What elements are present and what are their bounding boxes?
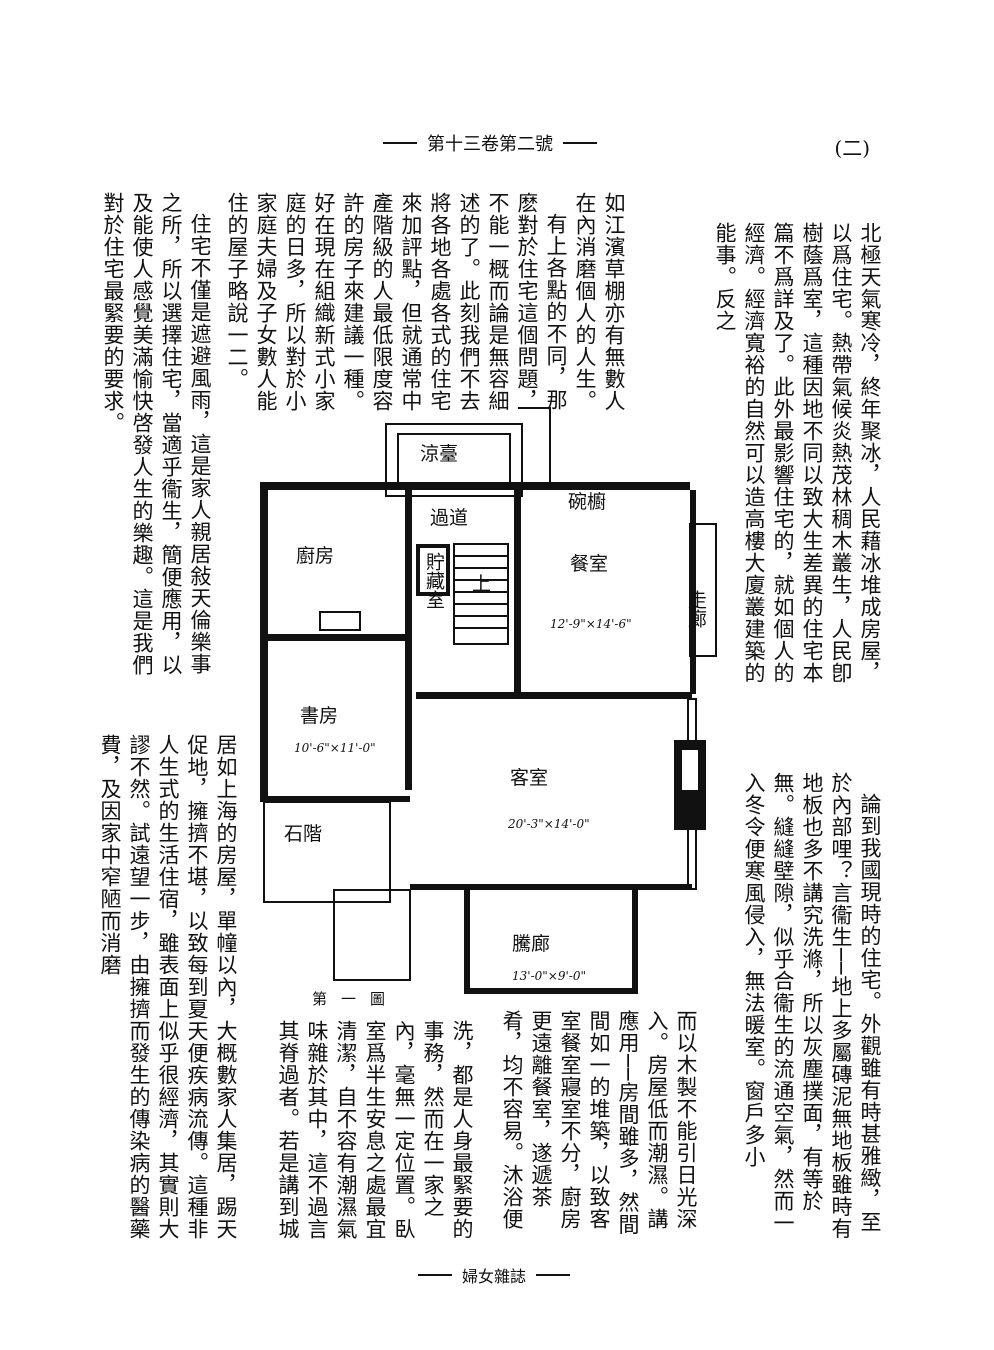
wall-stair xyxy=(514,490,521,696)
footer-rule-right xyxy=(536,1274,570,1276)
wall-hall-right xyxy=(632,890,638,994)
floor-plan: 涼臺 過道 碗櫥 走廊 廚房 貯藏室 上 餐室 12'-9"×14'-6" 書房… xyxy=(260,407,717,994)
paragraph: 而以木製不能引日光深入。房屋低而潮濕。講應用──房間雖多，然間間如一的堆築，以致… xyxy=(500,1010,698,1236)
page-number: (二) xyxy=(834,136,870,160)
storage-room-inner xyxy=(420,548,446,592)
footer-text: 婦女雜誌 xyxy=(461,1267,526,1286)
pipe-line xyxy=(518,407,551,490)
running-footer: 婦女雜誌 xyxy=(394,1262,594,1288)
label-corridor: 走廊 xyxy=(685,590,707,628)
paragraph: 北極天氣寒冷，終年聚冰，人民藉冰堆成房屋，以爲住宅。熱帶氣候炎熱茂林稠木叢生，人… xyxy=(713,222,882,684)
text-column-g: 居如上海的房屋，單幢以內，大概數家人集居，踢天促地，擁擠不堪，以致每到夏天便疾病… xyxy=(80,734,240,1244)
label-kitchen: 廚房 xyxy=(296,544,334,567)
wall-living-top xyxy=(416,692,692,699)
header-rule-left xyxy=(383,142,417,144)
wall-hall-bottom xyxy=(464,988,638,994)
wall-study-bottom xyxy=(260,796,410,802)
label-storage: 貯藏室 xyxy=(423,552,445,609)
wall-right xyxy=(690,490,696,694)
dim-study: 10'-6"×11'-0" xyxy=(294,741,376,755)
label-hall: 騰廊 xyxy=(512,933,550,955)
label-cabinet: 碗櫥 xyxy=(568,491,606,513)
figure-caption: 第一圖 xyxy=(312,990,400,1008)
paragraph: 論到我國現時的住宅。外觀雖有時甚雅緻，至於內部哩？言衞生──地上多屬磚泥無地板雖… xyxy=(742,772,882,1240)
wall-hall-left xyxy=(464,890,470,994)
stair-treads xyxy=(454,555,508,629)
footer-rule-left xyxy=(417,1274,452,1276)
paragraph: 洗，都是人身最緊要的事務，然而在一家之內，毫無一定位置。臥室爲半生安息之處最宜清… xyxy=(276,1020,474,1240)
text-column-b: 如江濱草棚亦有無數人在內消磨個人的人生。 有上各點的不同，那麽對於住宅這個問題，… xyxy=(208,192,628,412)
paragraph: 有上各點的不同，那麽對於住宅這個問題，不能一概而論是無容細述的了。此刻我們不去將… xyxy=(225,192,568,412)
wall-kitchen-study xyxy=(260,634,410,641)
label-steps: 石階 xyxy=(284,823,322,845)
fireplace-opening xyxy=(682,750,698,790)
text-column-c: 住宅不僅是遮避風雨，這是家人親居敍天倫樂事之所，所以選擇住宅，當適乎衞生，簡便應… xyxy=(84,192,214,692)
text-column-d: 論到我國現時的住宅。外觀雖有時甚雅緻，至於內部哩？言衞生──地上多屬磚泥無地板雖… xyxy=(564,772,884,1242)
wall-inner-vert xyxy=(405,490,412,790)
wall-living-bottom xyxy=(410,884,692,890)
header-text: 第十三卷第二號 xyxy=(427,134,553,155)
label-dining: 餐室 xyxy=(570,553,608,575)
label-balcony: 涼臺 xyxy=(420,443,458,465)
wall-left xyxy=(260,482,268,802)
header-rule-right xyxy=(563,142,597,144)
label-stair: 上 xyxy=(472,573,491,595)
text-column-a: 北極天氣寒冷，終年聚冰，人民藉冰堆成房屋，以爲住宅。熱帶氣候炎熱茂林稠木叢生，人… xyxy=(584,222,884,692)
paragraph: 如江濱草棚亦有無數人在內消磨個人的人生。 xyxy=(573,192,626,412)
label-study: 書房 xyxy=(300,705,338,727)
dim-hall: 13'-0"×9'-0" xyxy=(512,969,586,983)
balcony-outline xyxy=(385,423,523,497)
paragraph: 居如上海的房屋，單幢以內，大概數家人集居，踢天促地，擁擠不堪，以致每到夏天便疾病… xyxy=(98,734,238,1240)
dim-dining: 12'-9"×14'-6" xyxy=(550,617,632,631)
text-column-f: 洗，都是人身最緊要的事務，然而在一家之內，毫無一定位置。臥室爲半生安息之處最宜清… xyxy=(246,1020,476,1250)
running-header: 第十三卷第二號 xyxy=(340,128,640,158)
text-column-e: 而以木製不能引日光深入。房屋低而潮濕。講應用──房間雖多，然間間如一的堆築，以致… xyxy=(480,1010,700,1250)
paragraph: 住宅不僅是遮避風雨，這是家人親居敍天倫樂事之所，所以選擇住宅，當適乎衞生，簡便應… xyxy=(101,192,212,676)
wall-top xyxy=(260,482,690,490)
cabinet-box xyxy=(689,523,717,657)
staircase xyxy=(453,543,509,645)
label-passage: 過道 xyxy=(430,507,468,529)
front-steps xyxy=(333,889,411,981)
steps-area xyxy=(263,801,391,903)
dim-living: 20'-3"×14'-0" xyxy=(507,817,590,831)
kitchen-sink xyxy=(319,611,361,631)
label-living: 客室 xyxy=(510,767,548,789)
